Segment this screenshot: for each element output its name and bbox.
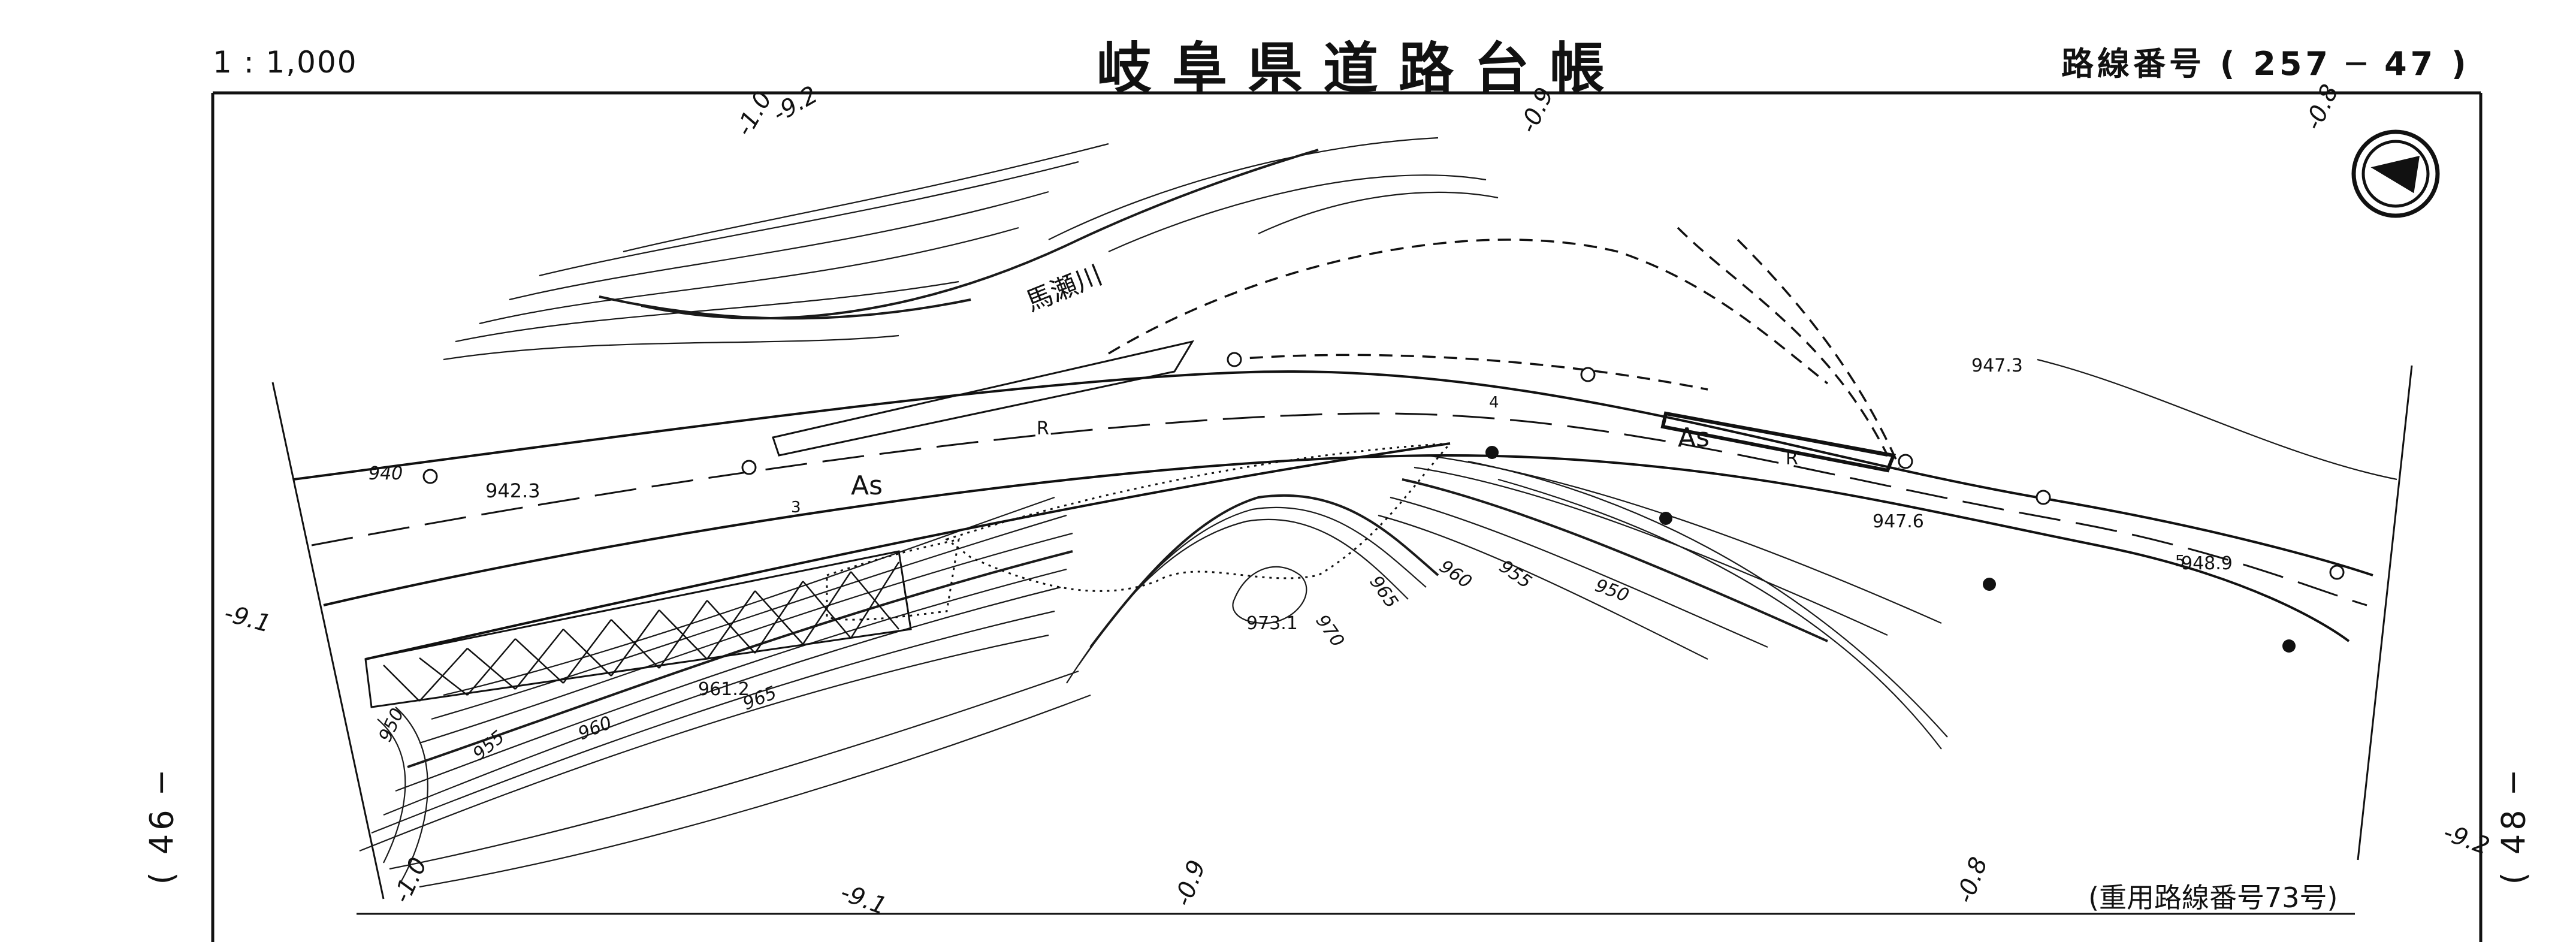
spot-elevation: 947.6	[1873, 511, 1924, 532]
contour-label: 950	[1592, 575, 1632, 606]
road	[293, 227, 2397, 660]
slope-label: 3	[791, 499, 801, 517]
retaining-label-west: R	[1037, 418, 1049, 439]
pavement-label-west: As	[851, 470, 883, 501]
slope-label: 5	[2175, 552, 2185, 570]
sector-border	[271, 365, 2413, 899]
contour-label: 970	[1311, 611, 1348, 651]
north-arrow-icon	[2351, 129, 2440, 218]
contour-label: 940	[369, 463, 403, 484]
km-tick-bottom: -9.2	[2440, 819, 2493, 861]
contour-lines-ridge	[1066, 454, 1948, 750]
contour-label: 955	[1495, 556, 1535, 593]
contour-label: 965	[1365, 572, 1402, 612]
contour-lines-south	[359, 496, 1091, 888]
survey-markers	[422, 352, 2345, 653]
retaining-wall	[364, 340, 1896, 708]
river-name: 馬瀬川	[1022, 259, 1106, 318]
km-tick-side: -9.1	[221, 599, 273, 638]
contour-label: 950	[375, 705, 409, 745]
km-tick-top: -9.2	[768, 81, 823, 128]
km-tick-top: -0.8	[2299, 80, 2344, 134]
contour-label: 955	[469, 727, 509, 765]
map-scale: 1 : 1,000	[213, 45, 358, 80]
contour-label: 960	[575, 712, 615, 745]
slope-label: 4	[1489, 394, 1499, 412]
spot-elevation: 947.3	[1971, 355, 2023, 376]
route-number: 路線番号 ( 257 ─ 47 )	[2061, 45, 2470, 83]
spot-elevation: 961.2	[698, 679, 750, 700]
pavement-label-east: As	[1678, 422, 1710, 453]
spot-elevation: 942.3	[485, 479, 540, 502]
km-tick-bottom: -0.9	[1169, 856, 1211, 910]
km-tick-top: -1.0	[730, 86, 778, 141]
embankment	[826, 442, 1452, 621]
river-area	[443, 137, 1499, 361]
dual-route-number: (重用路線番号73号)	[2088, 881, 2338, 914]
map-frame	[211, 91, 2483, 942]
retaining-label-east: R	[1786, 448, 1798, 469]
sheet-title: 岐阜県道路台帳	[1097, 37, 1626, 101]
km-tick-bottom: -0.8	[1951, 853, 1993, 907]
contour-label: 960	[1435, 556, 1475, 593]
spot-elevation: 948.9	[2181, 553, 2233, 574]
spot-elevation: 973.1	[1246, 613, 1298, 634]
